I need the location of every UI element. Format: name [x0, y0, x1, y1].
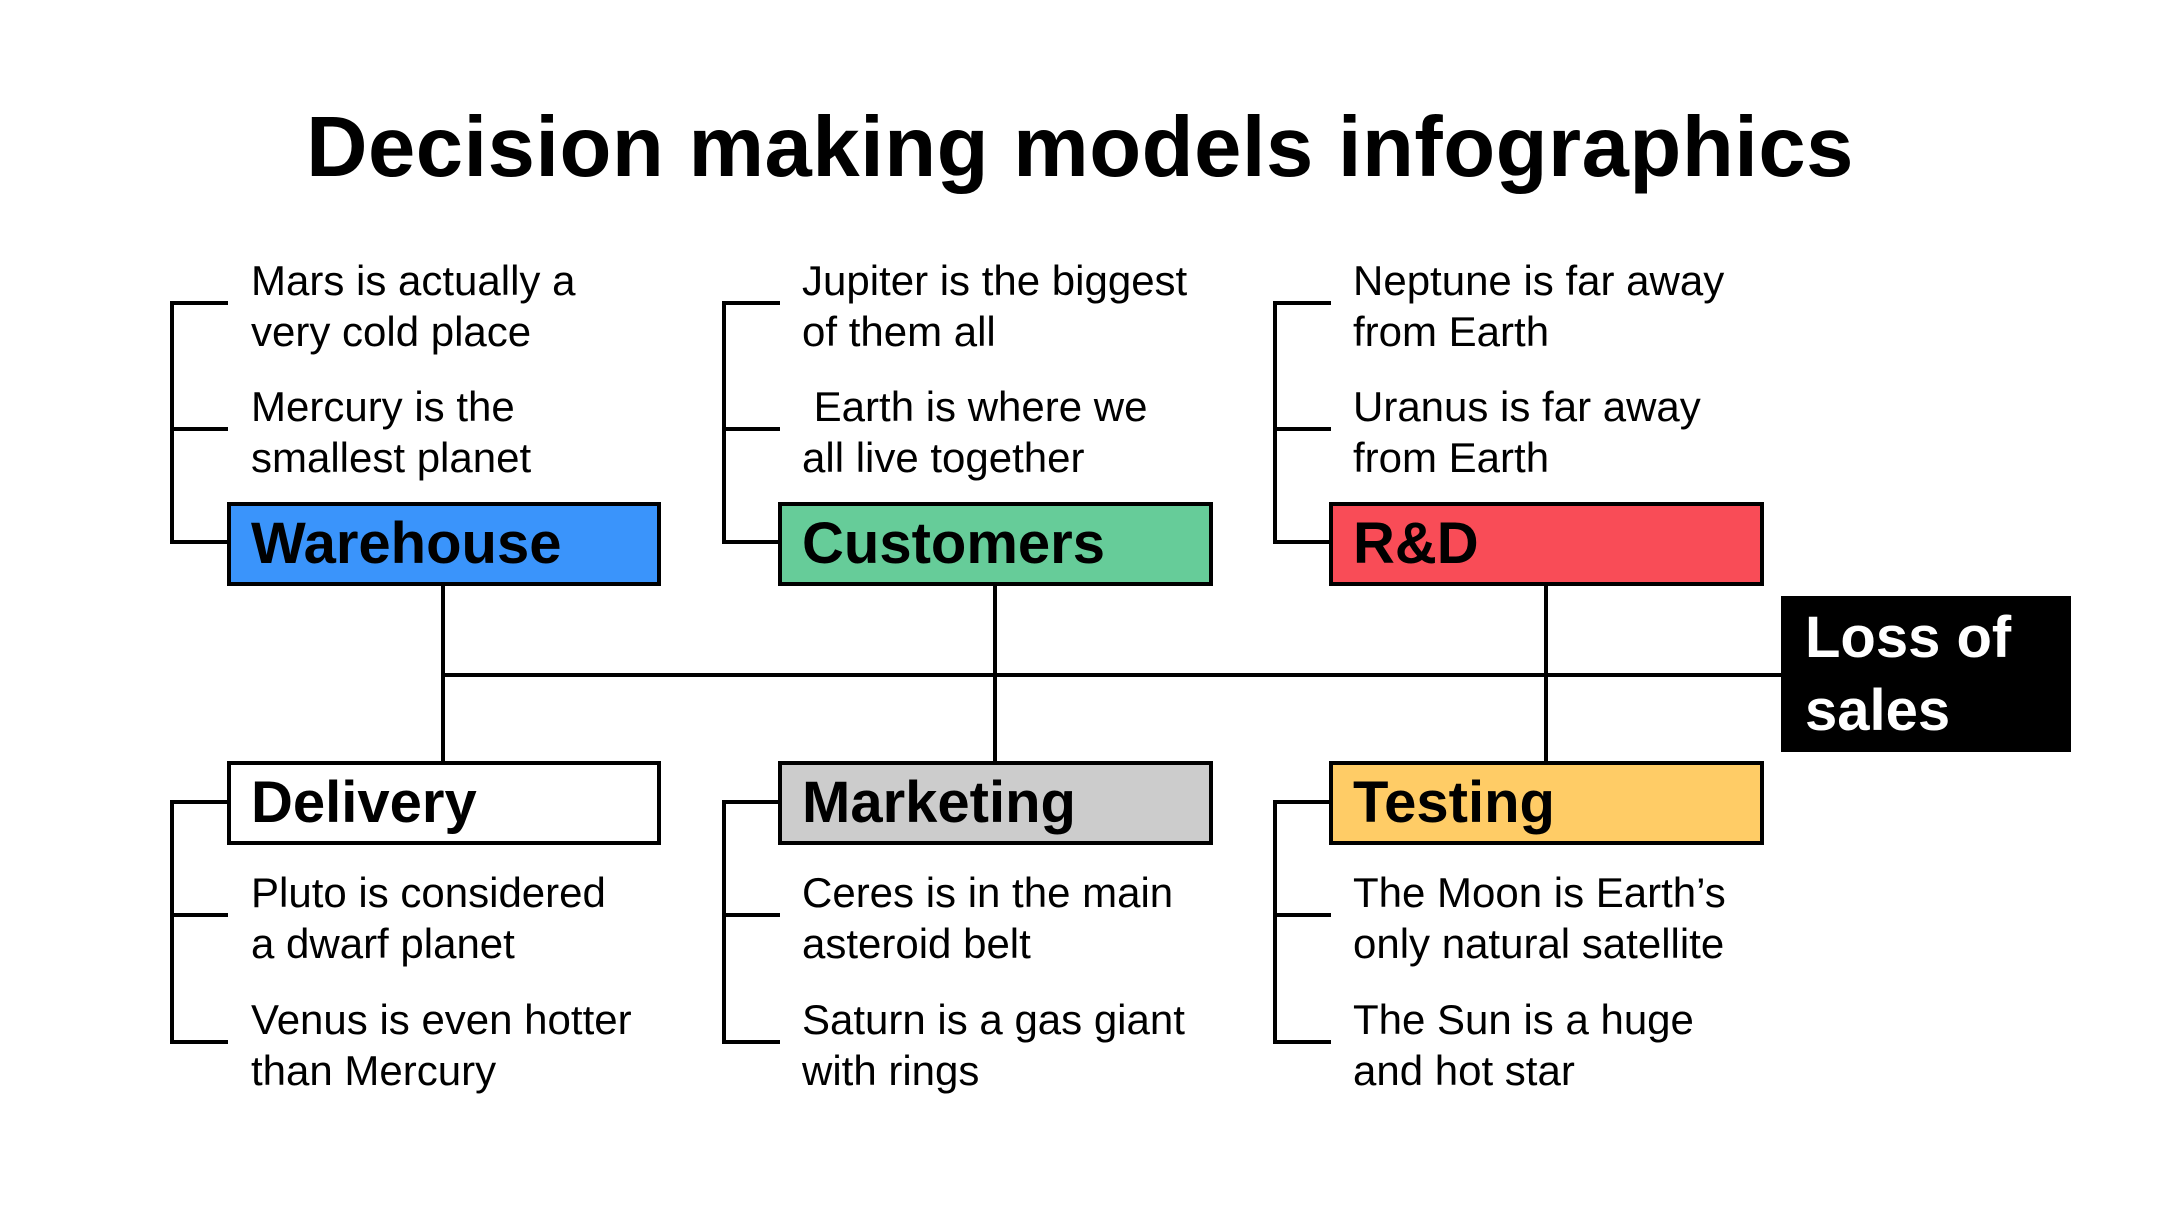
- bracket-tick: [1273, 301, 1331, 305]
- category-label: Testing: [1353, 770, 1555, 835]
- note-neptune: Neptune is far away from Earth: [1353, 257, 1725, 355]
- category-rd: R&D: [1329, 502, 1764, 586]
- category-label: Marketing: [802, 770, 1076, 835]
- note-moon: The Moon is Earth’s only natural satelli…: [1353, 869, 1726, 967]
- bracket-tick: [1273, 800, 1333, 804]
- note-jupiter: Jupiter is the biggest of them all: [802, 257, 1188, 355]
- bracket-tick: [1273, 427, 1331, 431]
- bracket-spine: [1273, 800, 1277, 1044]
- bracket-tick: [722, 301, 780, 305]
- note-saturn: Saturn is a gas giant with rings: [802, 996, 1185, 1094]
- category-customers: Customers: [778, 502, 1213, 586]
- note-ceres: Ceres is in the main asteroid belt: [802, 869, 1174, 967]
- bracket-tick: [170, 800, 230, 804]
- category-label: R&D: [1353, 511, 1479, 576]
- note-earth: Earth is where we all live together: [802, 383, 1148, 481]
- connector-marketing: [993, 673, 997, 763]
- bracket-tick: [170, 301, 228, 305]
- bracket-spine: [722, 301, 726, 544]
- connector-delivery: [441, 673, 445, 763]
- bracket-tick: [1273, 1040, 1331, 1044]
- bracket-tick: [170, 1040, 228, 1044]
- bracket-tick: [170, 427, 228, 431]
- bracket-spine: [722, 800, 726, 1044]
- note-venus: Venus is even hotter than Mercury: [251, 996, 632, 1094]
- connector-customers: [993, 585, 997, 677]
- bracket-tick: [722, 1040, 780, 1044]
- bracket-spine: [170, 800, 174, 1044]
- outcome-box: Loss of sales: [1781, 596, 2071, 752]
- category-label: Customers: [802, 511, 1105, 576]
- bracket-tick: [1273, 913, 1331, 917]
- note-uranus: Uranus is far away from Earth: [1353, 383, 1701, 481]
- note-mercury: Mercury is the smallest planet: [251, 383, 532, 481]
- bracket-tick: [1273, 540, 1333, 544]
- category-testing: Testing: [1329, 761, 1764, 845]
- category-delivery: Delivery: [227, 761, 661, 845]
- bracket-tick: [722, 540, 782, 544]
- bracket-tick: [722, 427, 780, 431]
- connector-rd: [1544, 585, 1548, 677]
- spine-line: [443, 673, 1783, 677]
- category-label: Delivery: [251, 770, 477, 835]
- bracket-tick: [722, 913, 780, 917]
- bracket-tick: [722, 800, 782, 804]
- bracket-spine: [170, 301, 174, 544]
- connector-testing: [1544, 673, 1548, 763]
- page-title: Decision making models infographics: [306, 100, 1854, 195]
- note-mars: Mars is actually a very cold place: [251, 257, 576, 355]
- note-sun: The Sun is a huge and hot star: [1353, 996, 1694, 1094]
- note-pluto: Pluto is considered a dwarf planet: [251, 869, 606, 967]
- bracket-tick: [170, 540, 230, 544]
- outcome-label: Loss of sales: [1805, 605, 2012, 743]
- category-warehouse: Warehouse: [227, 502, 661, 586]
- category-marketing: Marketing: [778, 761, 1213, 845]
- category-label: Warehouse: [251, 511, 562, 576]
- bracket-spine: [1273, 301, 1277, 544]
- connector-warehouse: [441, 585, 445, 677]
- bracket-tick: [170, 913, 228, 917]
